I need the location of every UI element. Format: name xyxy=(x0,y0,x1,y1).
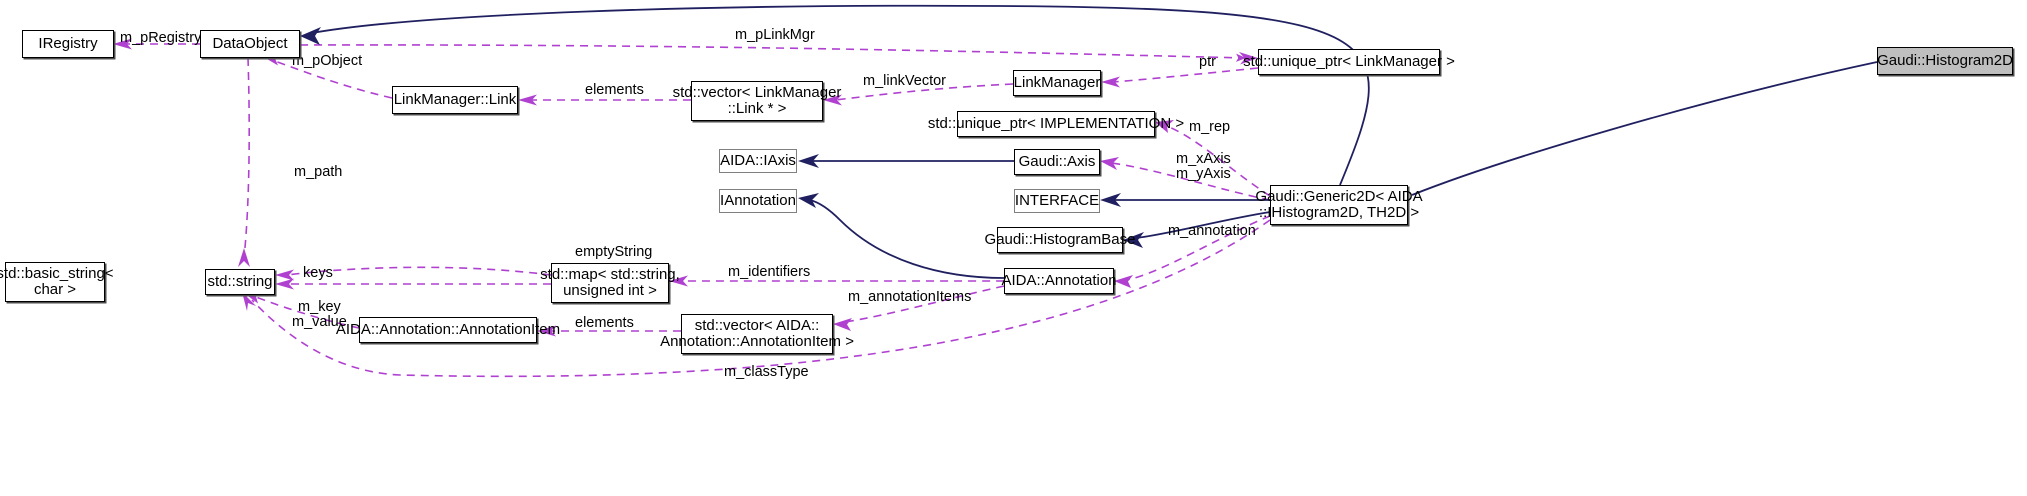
arrowhead-keys xyxy=(275,278,294,290)
edge-label-m_pObject: m_pObject xyxy=(292,53,363,69)
edge-label-m_rep: m_rep xyxy=(1189,119,1231,135)
edge-inherit-annotation xyxy=(809,199,1005,279)
arrowhead-inherit-dataobject xyxy=(300,27,321,45)
class-node-stdmap[interactable]: std::map< std::string, unsigned int > xyxy=(540,263,680,303)
edge-label-m_annotationItems: m_annotationItems xyxy=(848,289,972,305)
arrowhead-inherit-axis xyxy=(798,154,819,168)
arrowhead-m_xAxis xyxy=(1100,157,1119,170)
edge-label-m_linkVector: m_linkVector xyxy=(863,73,947,89)
edge-label-m_xAxis_m_yAxis: m_xAxis m_yAxis xyxy=(1176,151,1231,182)
class-node-generic2d[interactable]: Gaudi::Generic2D< AIDA ::IHistogram2D, T… xyxy=(1255,185,1423,225)
arrowhead-inherit-annotation xyxy=(798,193,819,208)
class-node-aidaiaxis[interactable]: AIDA::IAxis xyxy=(719,149,797,173)
class-node-annotation[interactable]: AIDA::Annotation xyxy=(1001,268,1117,294)
edge-m_path xyxy=(243,57,250,259)
arrowhead-inherit-interface xyxy=(1100,193,1121,207)
inheritance-arrowheads xyxy=(300,27,1144,248)
edge-m_pLinkMgr xyxy=(299,44,1247,62)
class-node-stdstring[interactable]: std::string xyxy=(205,269,275,295)
edge-inherit-histogram2d xyxy=(1411,61,1878,196)
class-node-vectorlink[interactable]: std::vector< LinkManager ::Link * > xyxy=(673,81,841,121)
edge-label-emptyString: emptyString xyxy=(575,244,653,260)
class-node-linkmanagerlink[interactable]: LinkManager::Link xyxy=(392,86,518,114)
class-node-histogram2d[interactable]: Gaudi::Histogram2D xyxy=(1877,47,2013,75)
edge-label-m_identifiers: m_identifiers xyxy=(728,264,811,280)
class-node-uniqueptrimpl[interactable]: std::unique_ptr< IMPLEMENTATION > xyxy=(928,111,1184,137)
arrowhead-emptyString xyxy=(275,269,294,281)
class-node-dataobject[interactable]: DataObject xyxy=(200,30,300,58)
arrowhead-m_path xyxy=(238,248,250,267)
class-node-iregistry[interactable]: IRegistry xyxy=(22,30,114,58)
edge-ptr xyxy=(1112,67,1259,83)
class-node-histogrambase[interactable]: Gaudi::HistogramBase xyxy=(985,227,1135,253)
edge-label-m_pLinkMgr: m_pLinkMgr xyxy=(735,27,815,43)
edge-label-elements_item: elements xyxy=(575,315,634,331)
edge-label-ptr: ptr xyxy=(1199,54,1216,70)
class-node-linkmanager[interactable]: LinkManager xyxy=(1013,70,1101,96)
edge-label-m_path: m_path xyxy=(294,164,343,180)
class-node-gaudiaxis[interactable]: Gaudi::Axis xyxy=(1014,149,1100,175)
arrowhead-ptr xyxy=(1101,76,1120,88)
edge-label-m_annotation: m_annotation xyxy=(1168,223,1256,239)
class-node-uniqueptrlm[interactable]: std::unique_ptr< LinkManager > xyxy=(1243,49,1455,75)
class-node-iannotation[interactable]: IAnnotation xyxy=(719,189,797,213)
class-node-annotationitem[interactable]: AIDA::Annotation::AnnotationItem xyxy=(336,317,560,343)
edge-label-m_classType: m_classType xyxy=(724,364,809,380)
edge-label-keys: keys xyxy=(303,265,333,281)
class-node-basicstring[interactable]: std::basic_string< char > xyxy=(0,262,114,302)
arrowhead-elements-link xyxy=(518,94,537,106)
arrowhead-m_annotation xyxy=(1114,275,1133,288)
class-node-vectoritem[interactable]: std::vector< AIDA:: Annotation::Annotati… xyxy=(660,314,854,354)
class-node-interface[interactable]: INTERFACE xyxy=(1014,189,1100,213)
edge-label-elements_link: elements xyxy=(585,82,644,98)
edge-label-m_pRegistry: m_pRegistry xyxy=(120,30,202,46)
